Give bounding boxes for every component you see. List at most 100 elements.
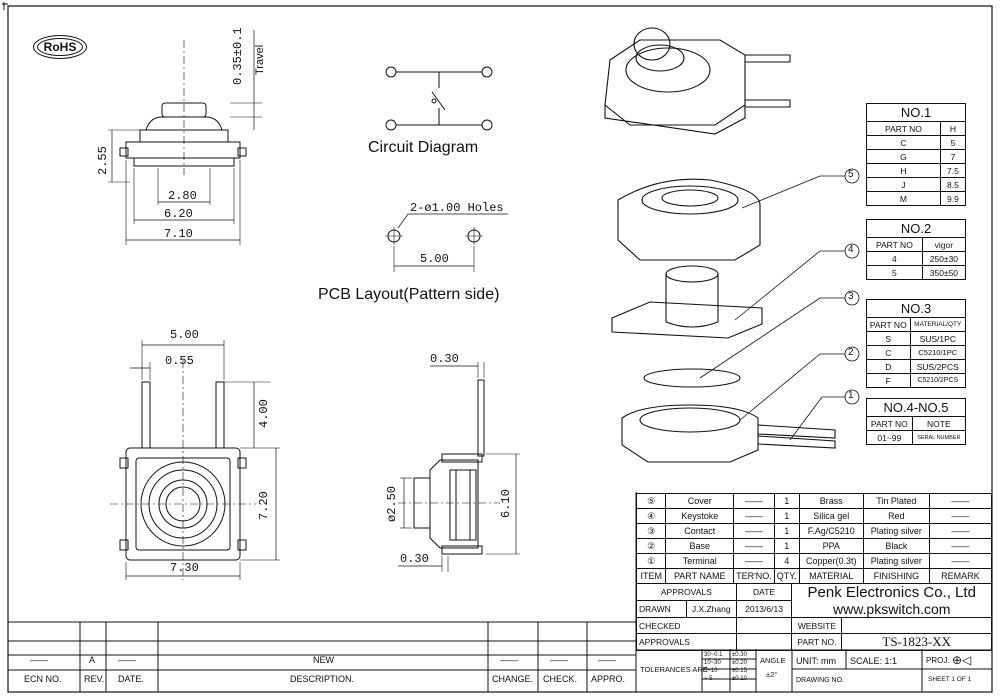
approvals-label: APPROVALS [636, 583, 737, 601]
rev-description: NEW [313, 655, 334, 665]
travel-label: Travel [254, 44, 266, 75]
header-cell: vigor [921, 237, 967, 252]
date-label: DATE [735, 583, 793, 601]
drawn-date: 2013/6/13 [735, 600, 793, 618]
circuit-title: Circuit Diagram [368, 139, 479, 156]
header-cell: PART NO [866, 317, 911, 332]
part-no-label: PART NO. [791, 633, 843, 651]
table-title: NO.4-NO.5 [866, 398, 966, 417]
tol-range: 10~30 [704, 660, 721, 666]
rev-header-appro: APPRO. [591, 674, 626, 684]
body-height-dim: 7.20 [257, 491, 271, 520]
circuit-diagram [385, 66, 493, 131]
side-diameter-dim: ø2.50 [385, 485, 399, 522]
rohs-badge: RoHS [33, 35, 87, 59]
tolerances-block: TOLERANCES ARE 30~0.1 10~30 5~10 ~ 5 ±0.… [636, 649, 992, 692]
proj-label: PROJ. [926, 656, 950, 665]
tol-value: ±0.15 [732, 668, 747, 674]
rev-check: —— [550, 655, 568, 665]
rev-date: —— [118, 655, 136, 665]
header-cell: PART NO [866, 416, 913, 431]
pin-length-dim: 4.00 [257, 399, 271, 428]
w3-dim: 7.10 [164, 227, 193, 241]
rev-header-change: CHANGE. [492, 674, 534, 684]
callout-5: 5 [848, 169, 854, 180]
header-cell: PART NO [866, 237, 923, 252]
rev-ecn: —— [30, 655, 48, 665]
pcb-holes-label: 2-ø1.00 Holes [410, 201, 504, 215]
w2-dim: 6.20 [164, 207, 193, 221]
front-view [108, 30, 262, 245]
rev-appro: —— [598, 655, 616, 665]
unit-label: UNIT: mm [796, 656, 836, 666]
website-url: www.pkswitch.com [832, 601, 951, 617]
exploded-view [604, 27, 836, 463]
header-cell: MATERIAL/QTY [909, 317, 967, 332]
height-dim: 2.55 [96, 146, 110, 175]
part-no-value: TS-1823-XX [841, 633, 992, 651]
rev-header-date: DATE. [118, 674, 144, 684]
sheet-label: SHEET 1 OF 1 [928, 676, 972, 683]
pcb-layout [385, 213, 508, 272]
side-view [398, 362, 520, 572]
side-thickness-dim: 0.30 [430, 352, 459, 366]
travel-dim: 0.35±0.1 [231, 27, 245, 85]
rev-change: —— [500, 655, 518, 665]
drawn-by: J.X.Zhang [685, 600, 737, 618]
side-height-dim: 6.10 [499, 489, 513, 518]
table-title: NO.3 [866, 299, 966, 318]
title-block: APPROVALS DATE Penk Electronics Co., Ltd… [636, 583, 992, 651]
rev-header-rev: REV. [84, 674, 105, 684]
callout-3: 3 [848, 291, 854, 302]
top-width-dim: 5.00 [170, 328, 199, 342]
side-bottom-dim: 0.30 [400, 552, 429, 566]
rev-header-description: DESCRIPTION. [290, 674, 355, 684]
body-width-dim: 7.30 [170, 561, 199, 575]
drawn-label: DRAWN [636, 600, 687, 618]
table-title: NO.2 [866, 219, 966, 238]
angle-label: ANGLE [760, 656, 786, 665]
website-label: WEBSITE [791, 617, 843, 634]
rev-header-ecn: ECN NO. [24, 674, 62, 684]
angle-value: ±2° [766, 670, 778, 679]
projection-icon: ⊕◁ [952, 653, 972, 667]
callout-1: 1 [848, 390, 854, 401]
callout-4: 4 [848, 244, 854, 255]
approvals2-label: APPROVALS [636, 633, 737, 651]
rev-code: A [89, 655, 96, 665]
tolerances-label: TOLERANCES ARE [640, 665, 708, 674]
tol-value: ±0.30 [732, 652, 747, 658]
drawing-no-label: DRAWING NO. [796, 677, 844, 684]
header-cell: NOTE [911, 416, 967, 431]
company-name: Penk Electronics Co., Ltd [807, 584, 976, 601]
tol-range: 5~10 [704, 668, 718, 674]
checked-label: CHECKED [636, 617, 737, 634]
header-cell: H [939, 121, 967, 136]
header-cell: PART NO [866, 121, 941, 136]
callout-2: 2 [848, 347, 854, 358]
tol-value: ±0.20 [732, 660, 747, 666]
